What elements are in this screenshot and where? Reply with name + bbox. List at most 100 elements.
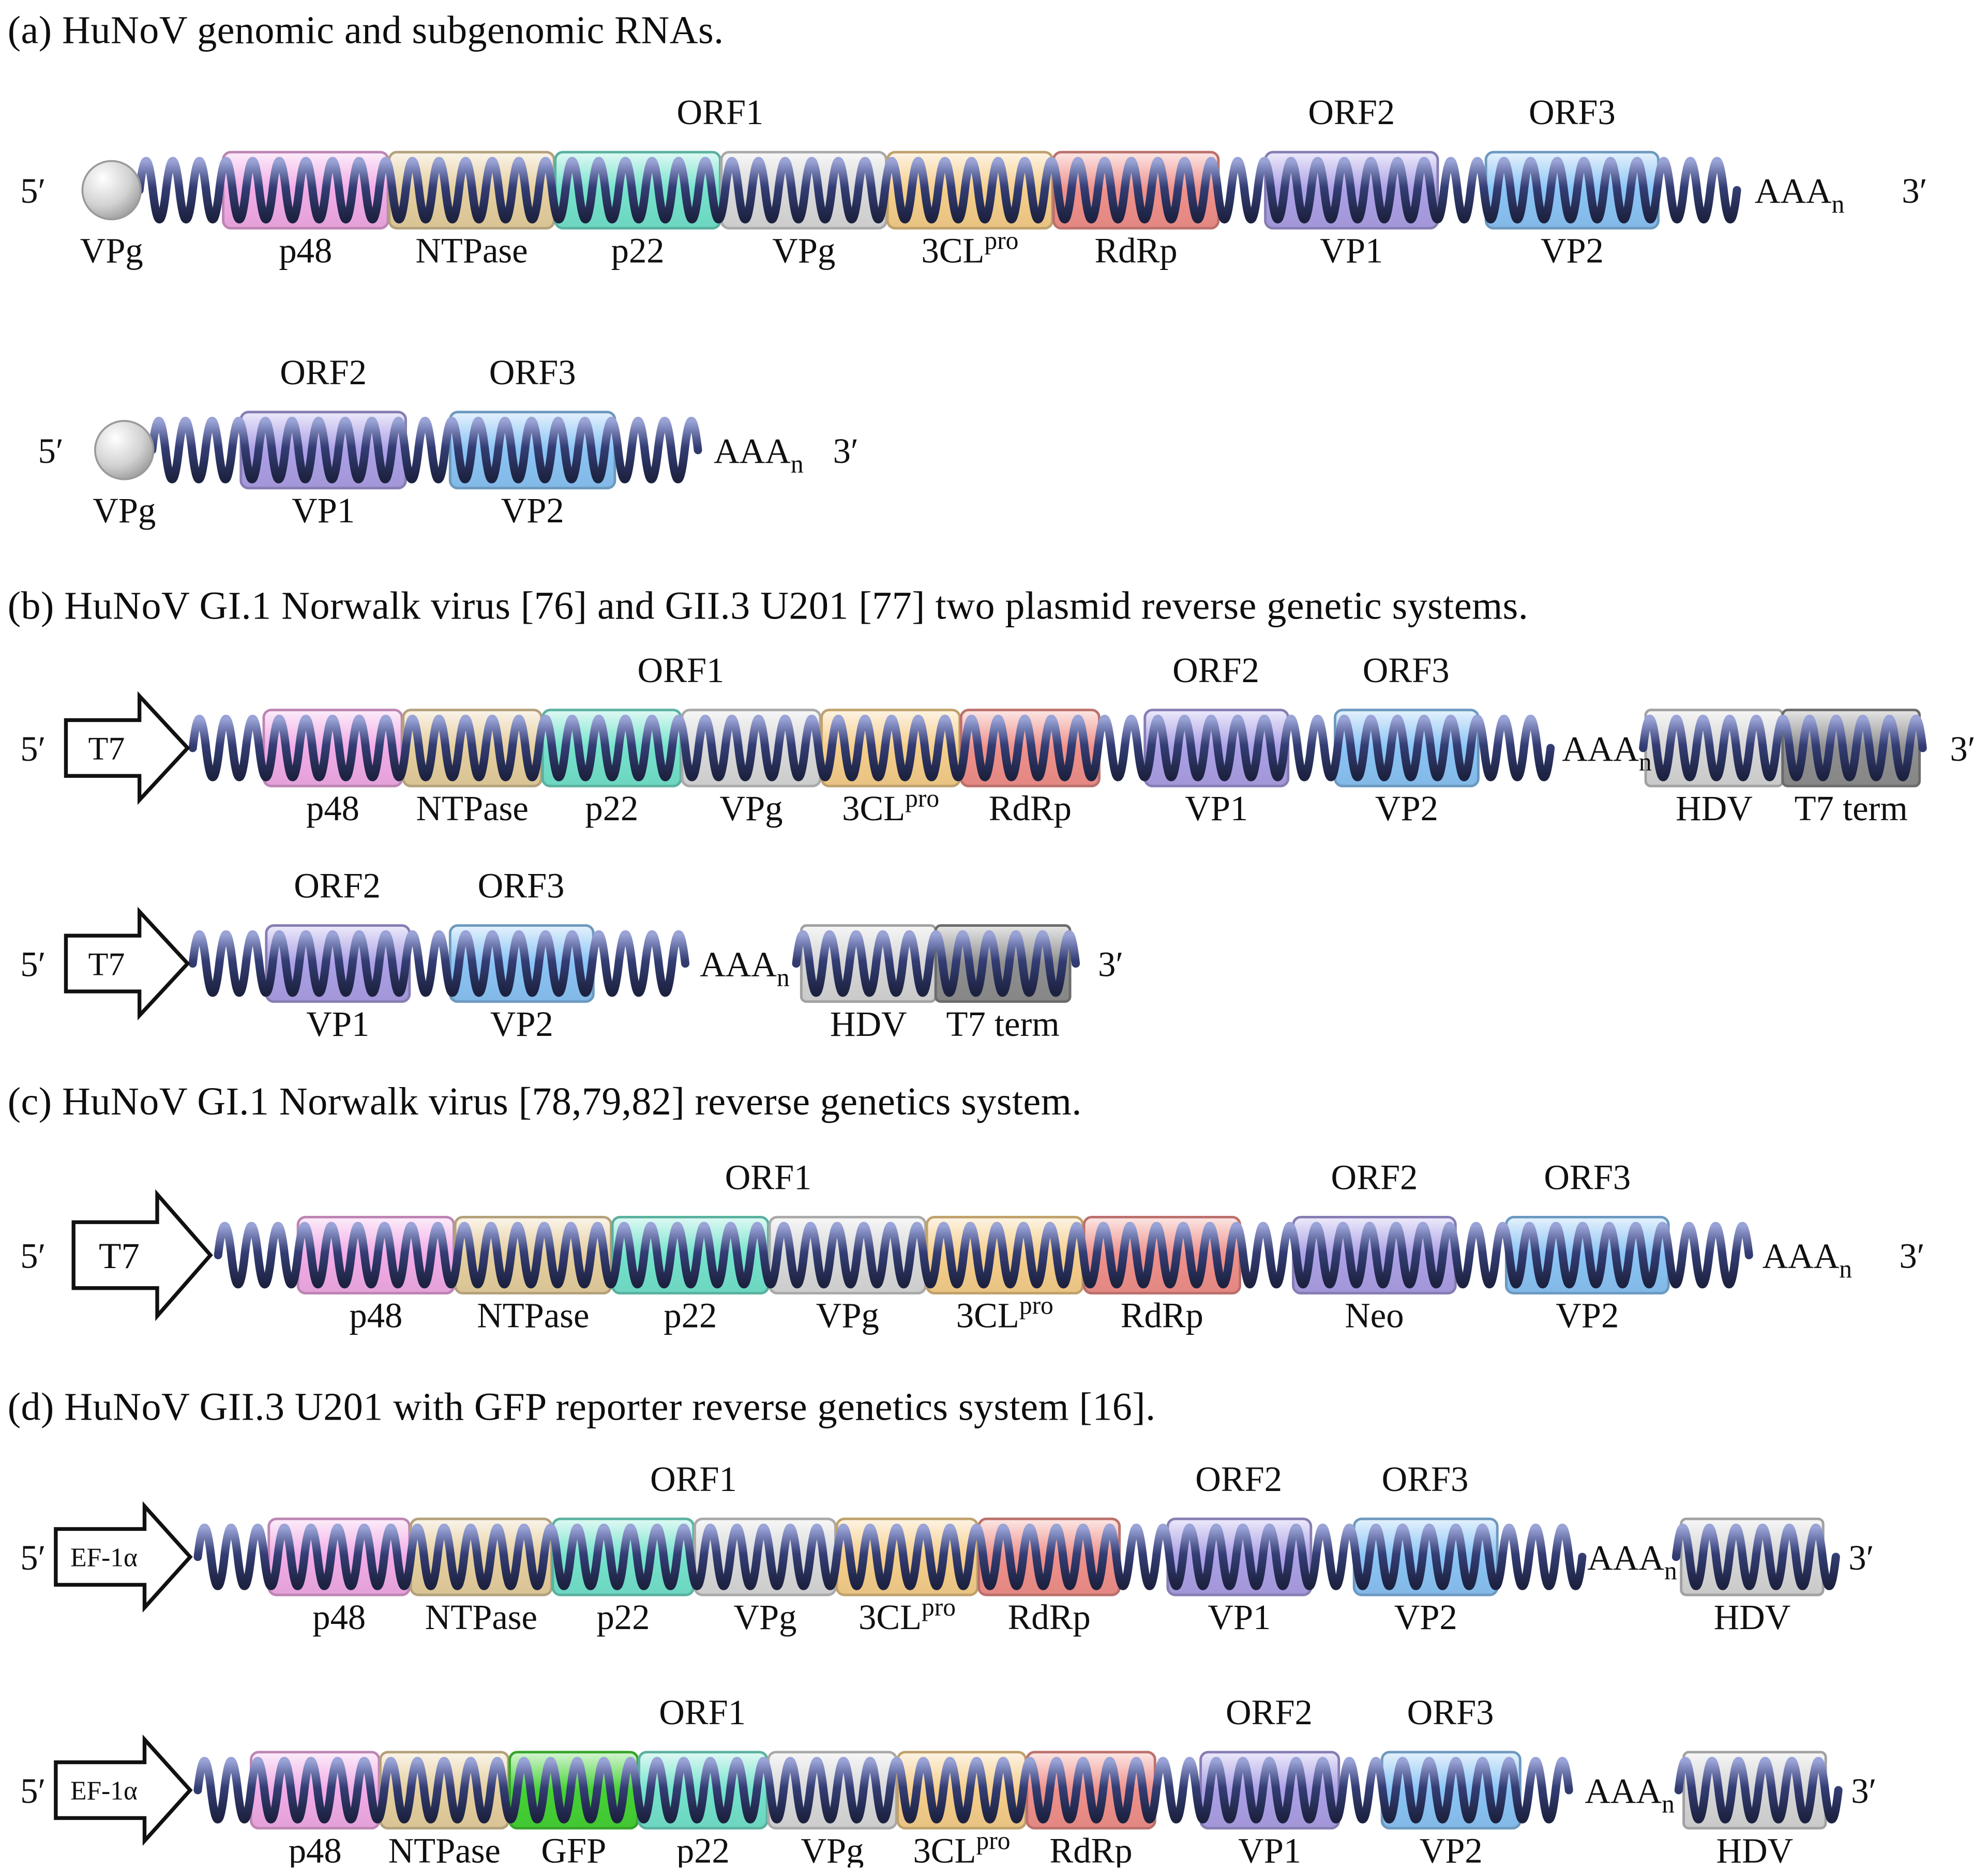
segment-label-rdrp: RdRp xyxy=(989,789,1072,828)
segment-label-ntpase: NTPase xyxy=(388,1831,501,1867)
vpg-ball-label: VPg xyxy=(80,231,143,270)
segment-label-gfp: GFP xyxy=(541,1831,606,1867)
three-prime-label: 3′ xyxy=(1851,1771,1876,1811)
promoter-arrow xyxy=(54,1734,193,1846)
segment-label-p48: p48 xyxy=(349,1296,402,1335)
orf-label-orf1: ORF1 xyxy=(725,1158,812,1197)
orf-label-orf2: ORF2 xyxy=(1331,1158,1418,1197)
segment-label-vpg: VPg xyxy=(719,789,782,828)
promoter-label: T7 xyxy=(99,1236,140,1276)
promoter-arrow xyxy=(64,691,190,805)
segment-label-rdrp: RdRp xyxy=(1094,231,1177,270)
trailer-label-hdv: HDV xyxy=(830,1004,907,1044)
segment-label-vpg: VPg xyxy=(733,1598,796,1637)
rna-wave xyxy=(1674,1757,1843,1824)
segment-label-vp1: VP1 xyxy=(306,1004,369,1044)
rna-wave xyxy=(1671,1524,1840,1590)
rna-wave xyxy=(188,715,1555,781)
five-prime-label: 5′ xyxy=(38,431,64,471)
orf-label-orf3: ORF3 xyxy=(478,866,565,906)
segment-label-neo: Neo xyxy=(1345,1296,1404,1335)
orf-label-orf2: ORF2 xyxy=(1308,93,1395,132)
orf-label-orf3: ORF3 xyxy=(1363,651,1450,690)
rna-wave xyxy=(188,930,690,997)
five-prime-label: 5′ xyxy=(20,729,46,769)
promoter-arrow xyxy=(71,1189,213,1321)
poly-a-label: AAAn xyxy=(1562,729,1652,776)
five-prime-label: 5′ xyxy=(20,171,46,210)
segment-label-vp2: VP2 xyxy=(1420,1831,1483,1867)
segment-label-p22: p22 xyxy=(585,789,638,828)
orf-label-orf2: ORF2 xyxy=(1172,651,1259,690)
segment-label-rdrp: RdRp xyxy=(1008,1598,1091,1637)
orf-label-orf1: ORF1 xyxy=(659,1693,746,1732)
three-prime-label: 3′ xyxy=(1899,1237,1924,1276)
segment-label-p48: p48 xyxy=(279,231,332,270)
vpg-ball-label: VPg xyxy=(93,491,156,530)
five-prime-label: 5′ xyxy=(20,1237,46,1276)
segment-label-vpg: VPg xyxy=(772,231,835,270)
promoter-label: EF-1α xyxy=(70,1776,138,1806)
rna-wave xyxy=(792,930,1080,997)
segment-label-3cl: 3CLpro xyxy=(956,1291,1053,1335)
vpg-ball xyxy=(94,420,155,480)
panel-title-b: (b) HuNoV GI.1 Norwalk virus [76] and GI… xyxy=(7,583,1529,628)
segment-label-ntpase: NTPase xyxy=(416,789,529,828)
rna-wave xyxy=(135,157,1741,223)
five-prime-label: 5′ xyxy=(20,1538,46,1577)
three-prime-label: 3′ xyxy=(1848,1538,1874,1577)
segment-label-vp2: VP2 xyxy=(501,491,564,530)
segment-label-p22: p22 xyxy=(676,1831,730,1867)
promoter-label: T7 xyxy=(88,945,125,982)
segment-label-p48: p48 xyxy=(306,789,359,828)
segment-label-ntpase: NTPase xyxy=(425,1598,537,1637)
poly-a-label: AAAn xyxy=(714,431,804,478)
orf-label-orf3: ORF3 xyxy=(1544,1158,1631,1197)
promoter-label: T7 xyxy=(88,730,125,767)
segment-label-p22: p22 xyxy=(596,1598,650,1637)
segment-label-ntpase: NTPase xyxy=(415,231,528,270)
segment-label-vp1: VP1 xyxy=(1185,789,1248,828)
segment-label-vpg: VPg xyxy=(816,1296,879,1335)
segment-label-vp1: VP1 xyxy=(1238,1831,1301,1867)
orf-label-orf1: ORF1 xyxy=(638,651,725,690)
segment-label-p22: p22 xyxy=(611,231,665,270)
segment-label-vp1: VP1 xyxy=(292,491,355,530)
panel-title-d: (d) HuNoV GII.3 U201 with GFP reporter r… xyxy=(7,1384,1156,1429)
rna-wave xyxy=(1639,715,1927,781)
three-prime-label: 3′ xyxy=(833,431,859,471)
poly-a-label: AAAn xyxy=(1755,171,1845,218)
segment-label-p48: p48 xyxy=(312,1598,366,1637)
promoter-arrow xyxy=(54,1501,193,1613)
segment-label-3cl: 3CLpro xyxy=(921,226,1018,270)
poly-a-label: AAAn xyxy=(700,945,790,992)
segment-label-p22: p22 xyxy=(664,1296,717,1335)
three-prime-label: 3′ xyxy=(1950,729,1975,769)
orf-label-orf1: ORF1 xyxy=(677,93,764,132)
five-prime-label: 5′ xyxy=(20,945,46,984)
orf-label-orf2: ORF2 xyxy=(1226,1693,1313,1732)
orf-label-orf3: ORF3 xyxy=(489,353,576,392)
orf-label-orf2: ORF2 xyxy=(280,353,367,392)
poly-a-label: AAAn xyxy=(1587,1538,1677,1585)
poly-a-label: AAAn xyxy=(1585,1771,1675,1818)
five-prime-label: 5′ xyxy=(20,1771,46,1811)
segment-label-rdrp: RdRp xyxy=(1121,1296,1203,1335)
trailer-label-hdv: HDV xyxy=(1676,789,1753,828)
rna-wave xyxy=(214,1222,1753,1289)
promoter-arrow xyxy=(64,907,190,1021)
segment-label-3cl: 3CLpro xyxy=(859,1593,956,1637)
vpg-ball xyxy=(81,160,142,220)
orf-label-orf2: ORF2 xyxy=(1195,1459,1282,1499)
segment-label-vp2: VP2 xyxy=(490,1004,553,1044)
trailer-label-t7-term: T7 term xyxy=(946,1004,1060,1044)
segment-label-vp1: VP1 xyxy=(1208,1598,1271,1637)
orf-label-orf1: ORF1 xyxy=(650,1459,737,1499)
segment-label-vp2: VP2 xyxy=(1541,231,1604,270)
